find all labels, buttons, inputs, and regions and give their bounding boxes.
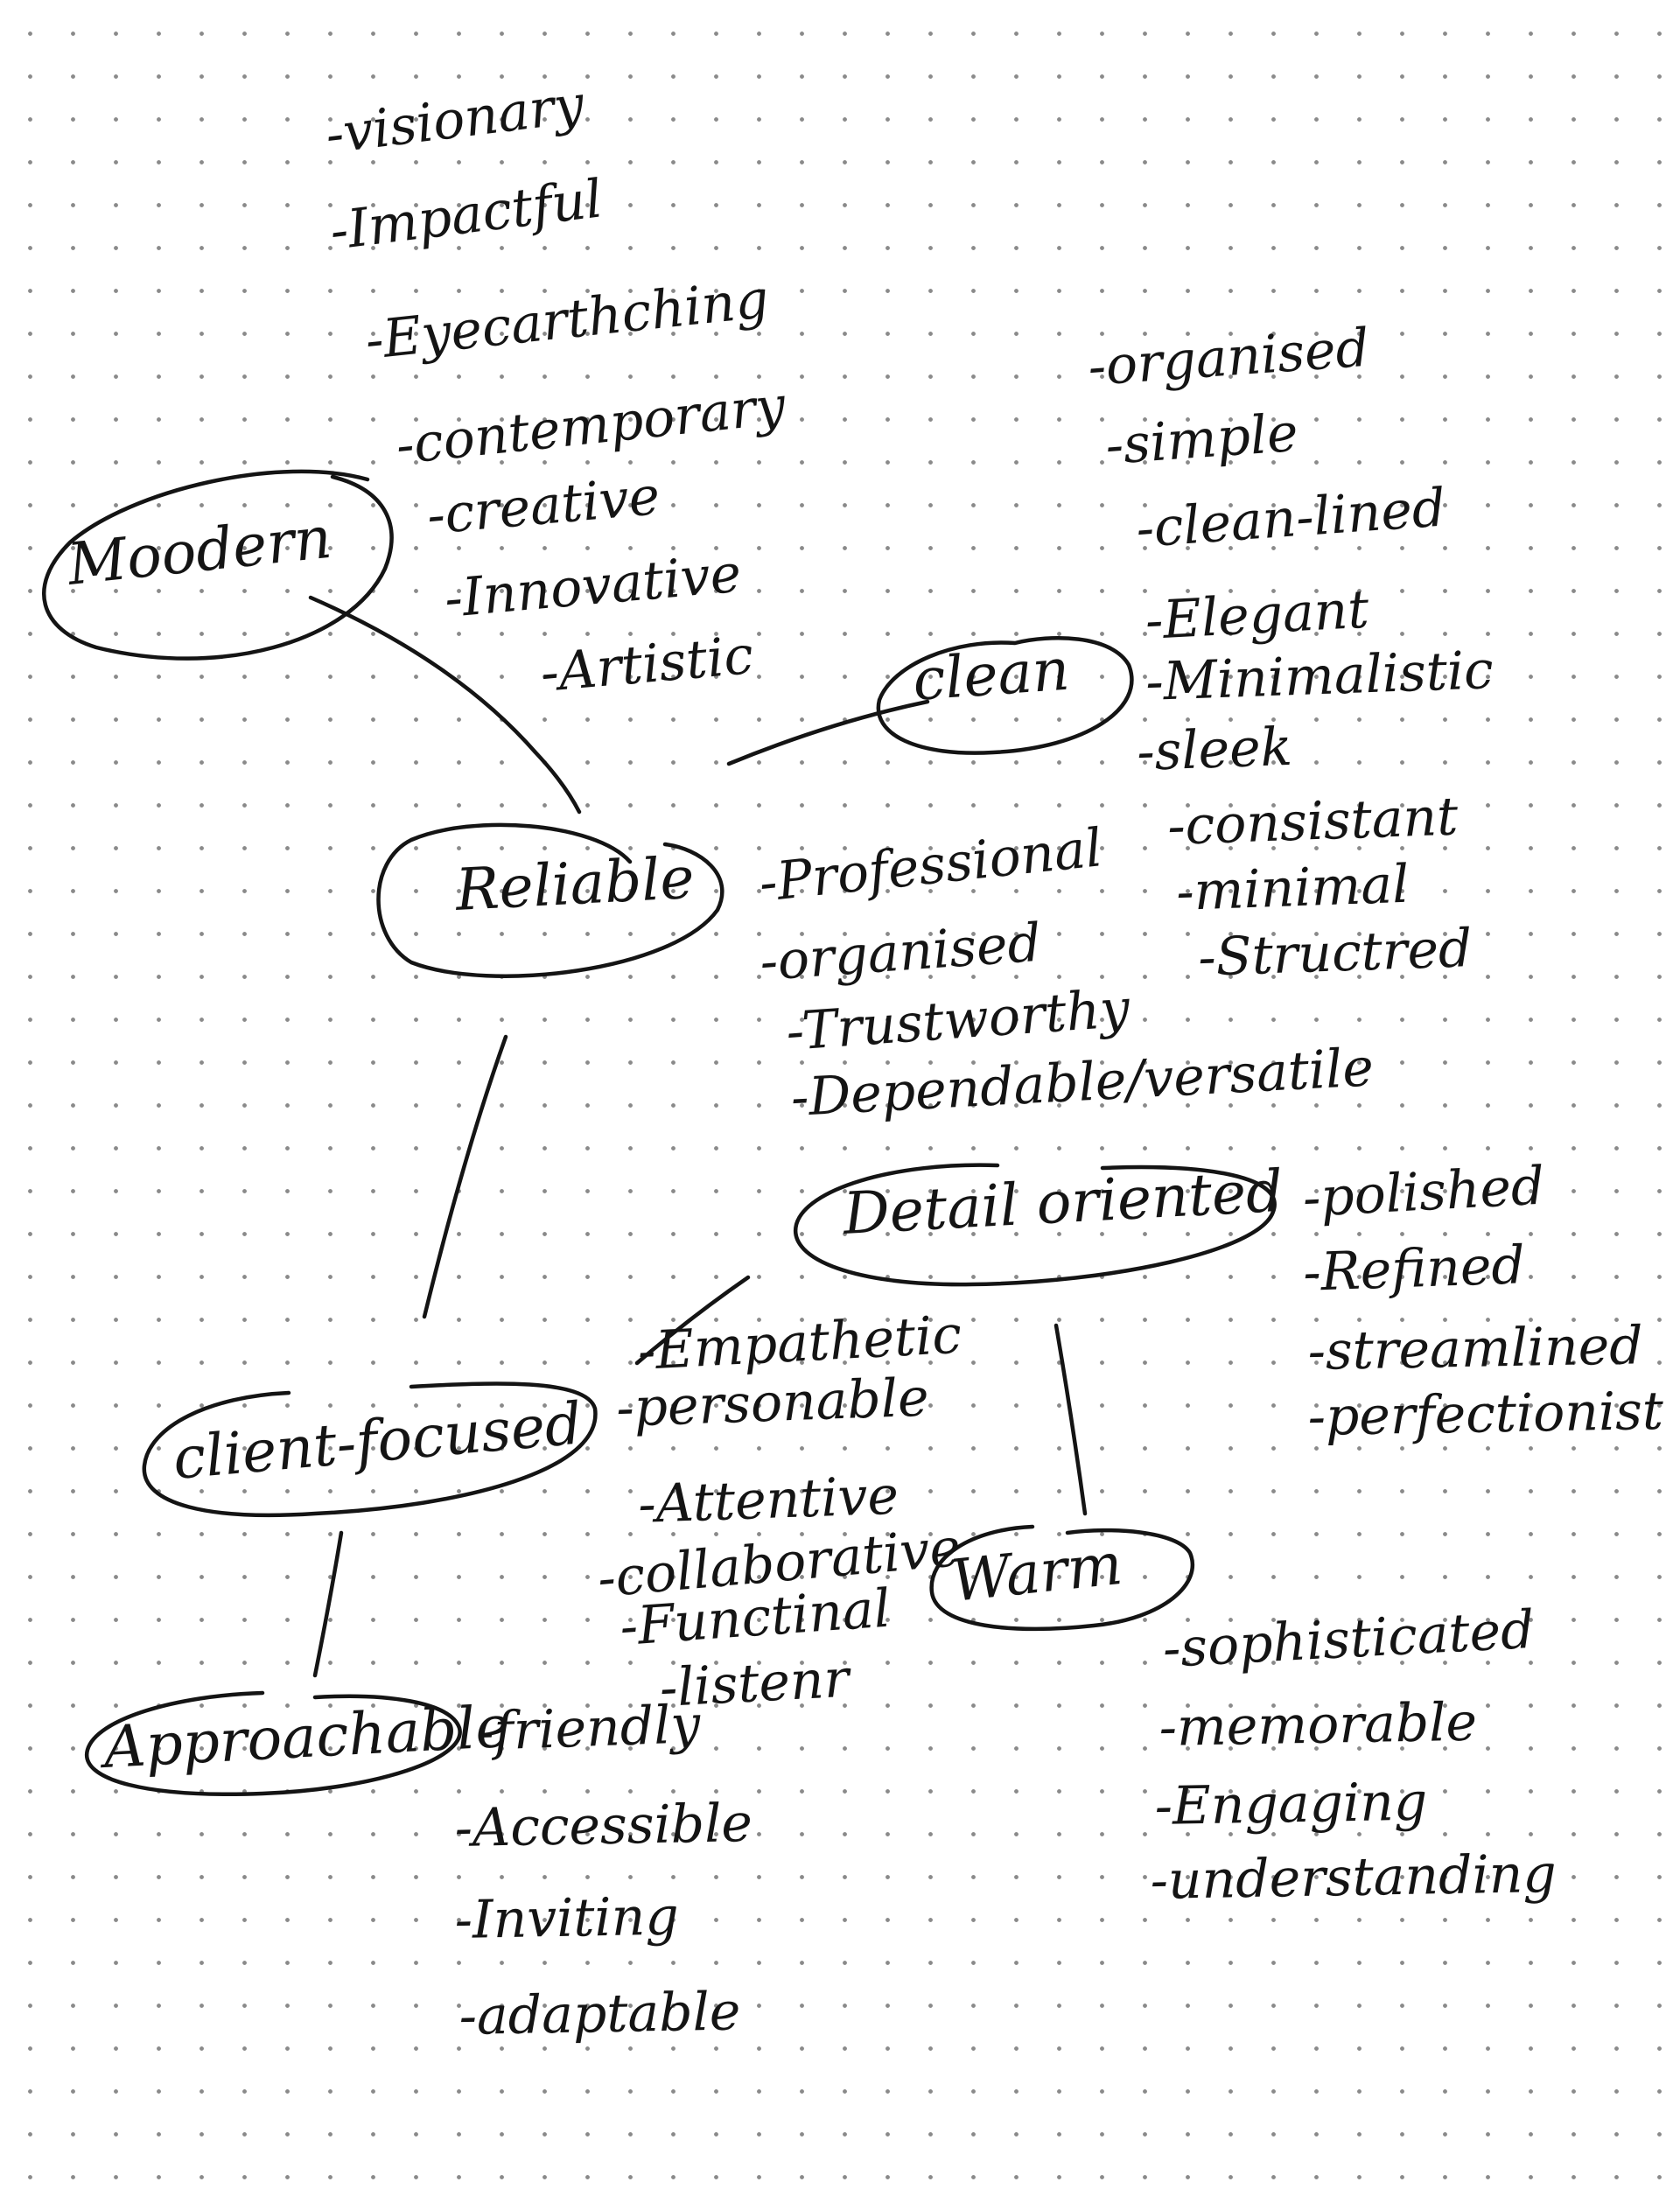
client-focused-attribute-list: -Empathetic -personable -Attentive -coll… <box>595 1304 962 1719</box>
list-item: -memorable <box>1158 1692 1477 1759</box>
connector-detail-warm <box>1054 1323 1088 1516</box>
list-item: -consistant <box>1166 786 1460 857</box>
list-item: -Innovative <box>442 543 744 630</box>
list-item: -Accessible <box>454 1793 752 1859</box>
list-item: -minimal <box>1175 854 1410 923</box>
list-item: -organised <box>1086 318 1371 398</box>
connector-reliable-clean <box>726 699 930 766</box>
list-item: -organised <box>758 913 1043 993</box>
modern-ellipse <box>42 469 394 661</box>
list-item: -Engaging <box>1154 1772 1428 1837</box>
list-item: -sophisticated <box>1161 1599 1536 1680</box>
connector-modern-reliable <box>308 595 582 815</box>
list-item: -Inviting <box>454 1886 679 1951</box>
list-item: -creative <box>424 465 662 547</box>
list-item: -Professional <box>756 817 1105 914</box>
list-item: -simple <box>1103 402 1300 477</box>
clean-ellipse <box>876 636 1134 755</box>
node-ellipses <box>42 469 1277 1796</box>
warm-ellipse <box>929 1524 1195 1632</box>
node-label-warm: Warm <box>948 1530 1126 1615</box>
node-label-clean: clean <box>911 636 1072 714</box>
list-item: -Impactful <box>326 168 606 262</box>
list-item: -personable <box>615 1367 930 1439</box>
list-item: -perfectionist <box>1307 1381 1664 1448</box>
client-focused-ellipse <box>142 1381 598 1518</box>
approachable-ellipse <box>84 1690 462 1796</box>
reliable-ellipse <box>376 822 724 978</box>
list-item: -Eyecarthching <box>362 269 772 372</box>
list-item: -Trustworthy <box>784 978 1132 1063</box>
connector-detail-client-focused <box>634 1275 751 1366</box>
list-item: -Structred <box>1197 918 1473 989</box>
connectors <box>308 595 1088 1678</box>
connector-client-focused-approachable <box>312 1530 344 1678</box>
approachable-attribute-list: -friendly -Accessible -Inviting -adaptab… <box>454 1694 752 2047</box>
connector-reliable-client-focused <box>422 1034 508 1319</box>
list-item: -friendly <box>475 1694 702 1763</box>
list-item: -listenr <box>658 1648 853 1719</box>
list-item: -understanding <box>1150 1843 1557 1912</box>
modern-attribute-list: -visionary -Impactful -Eyecarthching -co… <box>322 73 789 704</box>
node-labels: Moodern Reliable clean Detail oriented c… <box>64 504 1284 1782</box>
list-item: -Refined <box>1302 1234 1526 1304</box>
warm-attribute-list: -sophisticated -memorable -Engaging -und… <box>1150 1599 1557 1912</box>
list-item: -Elegant <box>1144 579 1371 652</box>
list-item: -polished <box>1301 1156 1546 1229</box>
list-item: -adaptable <box>458 1981 741 2047</box>
detail-oriented-ellipse <box>793 1163 1277 1287</box>
list-item: -contemporary <box>393 374 789 476</box>
clean-attribute-list: -organised -simple -clean-lined -Elegant… <box>1086 318 1494 989</box>
node-label-reliable: Reliable <box>453 844 696 924</box>
list-item: -Artistic <box>538 625 755 704</box>
list-item: -Attentive <box>637 1465 900 1535</box>
list-item: -visionary <box>322 73 588 166</box>
list-item: -streamlined <box>1307 1315 1643 1382</box>
list-item: -sleek <box>1136 717 1293 783</box>
list-item: -Minimalistic <box>1144 640 1494 713</box>
detail-oriented-attribute-list: -polished -Refined -streamlined -perfect… <box>1301 1156 1664 1448</box>
list-item: -clean-lined <box>1134 477 1447 560</box>
